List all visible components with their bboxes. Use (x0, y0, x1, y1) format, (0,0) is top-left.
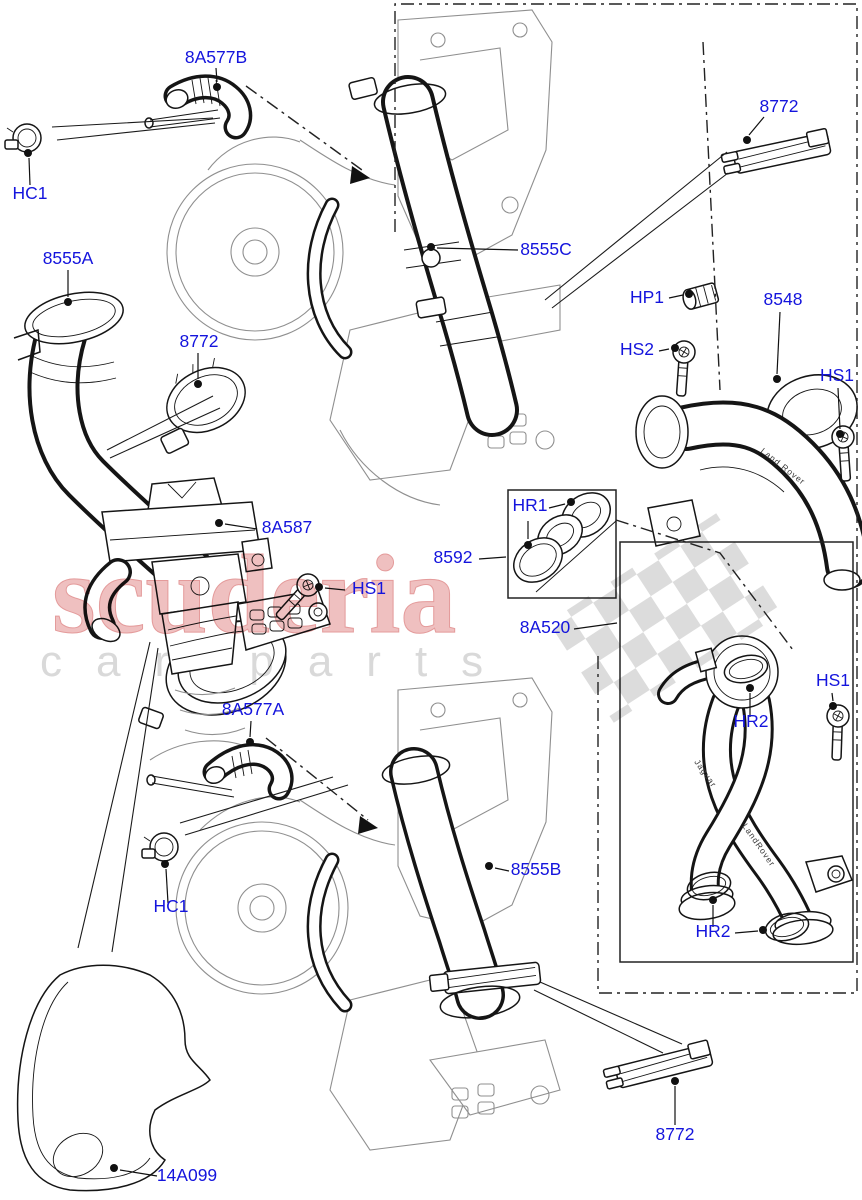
part-label-HC1: HC1 (153, 896, 188, 916)
plug-HP1 (682, 282, 720, 310)
label-dot (773, 375, 781, 383)
label-leader-line (436, 247, 519, 251)
part-label-8A520: 8A520 (520, 617, 571, 637)
label-dot (110, 1164, 118, 1172)
label-dot (709, 896, 717, 904)
label-dot (315, 583, 323, 591)
label-dot (567, 498, 575, 506)
label-leader-line (165, 868, 169, 904)
hose-8555C (348, 75, 519, 437)
hose-8555B (381, 747, 542, 1020)
label-dot (746, 684, 754, 692)
detail-boundary (245, 3, 858, 994)
label-dot (836, 430, 844, 438)
watermark-brand-text: scuderia (52, 533, 456, 657)
part-label-8555A: 8555A (43, 248, 94, 268)
label-dot (743, 136, 751, 144)
label-dot (194, 380, 202, 388)
label-dot (759, 926, 767, 934)
watermark: scuderia car parts (40, 513, 782, 723)
part-label-14A099: 14A099 (157, 1165, 217, 1185)
thermostat-8A587 (83, 477, 331, 736)
label-leader-line (215, 67, 218, 83)
label-leader-line (119, 1169, 158, 1177)
part-label-8548: 8548 (764, 289, 803, 309)
part-label-HR2: HR2 (695, 921, 730, 941)
part-label-HP1: HP1 (630, 287, 664, 307)
label-leader-line (494, 867, 510, 872)
label-leader-line (573, 622, 618, 630)
part-label-8555C: 8555C (520, 239, 572, 259)
clamp-HC1-top (4, 123, 42, 153)
part-label-HS1: HS1 (352, 578, 386, 598)
part-label-HR1: HR1 (512, 495, 547, 515)
label-dot (213, 83, 221, 91)
label-dot (64, 298, 72, 306)
o-ring-HR2-upper (723, 654, 769, 684)
clamp-HC1-bottom (141, 832, 179, 862)
label-dot (161, 860, 169, 868)
label-leader-line (776, 311, 781, 375)
label-dot (524, 541, 532, 549)
label-leader-line (831, 692, 834, 702)
hose-8A577A (146, 743, 294, 801)
engine-assembly-bottom (149, 677, 561, 1151)
label-leader-line (548, 503, 566, 509)
label-dot (24, 149, 32, 157)
label-leader-line (249, 720, 252, 738)
label-leader-line (734, 930, 759, 934)
label-leader-line (748, 116, 765, 136)
part-label-HR2: HR2 (733, 711, 768, 731)
part-label-8A577A: 8A577A (222, 699, 285, 719)
part-label-HS1: HS1 (820, 365, 854, 385)
detail-box-8592 (507, 489, 617, 599)
label-dot (671, 344, 679, 352)
cover-14A099 (16, 964, 211, 1192)
part-label-8A577B: 8A577B (185, 47, 247, 67)
checkered-flag-motif (548, 513, 782, 723)
label-leader-line (668, 294, 684, 299)
label-dot (671, 1077, 679, 1085)
label-dot (215, 519, 223, 527)
hose-8A577B (144, 74, 253, 140)
part-label-HS1: HS1 (816, 670, 850, 690)
label-dot (829, 702, 837, 710)
bolt-HS1-bottom-right (824, 703, 851, 762)
water-outlet-8548 (635, 374, 862, 591)
part-label-HC1: HC1 (12, 183, 47, 203)
clamp-8772-mid (160, 357, 246, 454)
part-label-8555B: 8555B (511, 859, 562, 879)
part-label-8592: 8592 (434, 547, 473, 567)
label-dot (685, 290, 693, 298)
label-leader-line (837, 387, 841, 430)
part-label-HS2: HS2 (620, 339, 654, 359)
clamp-8772-top (719, 127, 832, 177)
part-label-8772: 8772 (180, 331, 219, 351)
label-leader-line (478, 556, 507, 560)
part-label-8772: 8772 (760, 96, 799, 116)
label-leader-line (324, 587, 346, 591)
label-leader-line (658, 348, 670, 352)
label-dot (246, 738, 254, 746)
clamp-8772-bottom (601, 1039, 714, 1092)
label-leader-line (28, 157, 31, 186)
label-leader-line (224, 523, 258, 530)
label-dot (427, 243, 435, 251)
watermark-tagline-text: car parts (40, 637, 517, 686)
label-dot (485, 862, 493, 870)
pointer-lines (51, 117, 729, 1054)
part-label-8A587: 8A587 (262, 517, 313, 537)
part-label-8772: 8772 (656, 1124, 695, 1144)
